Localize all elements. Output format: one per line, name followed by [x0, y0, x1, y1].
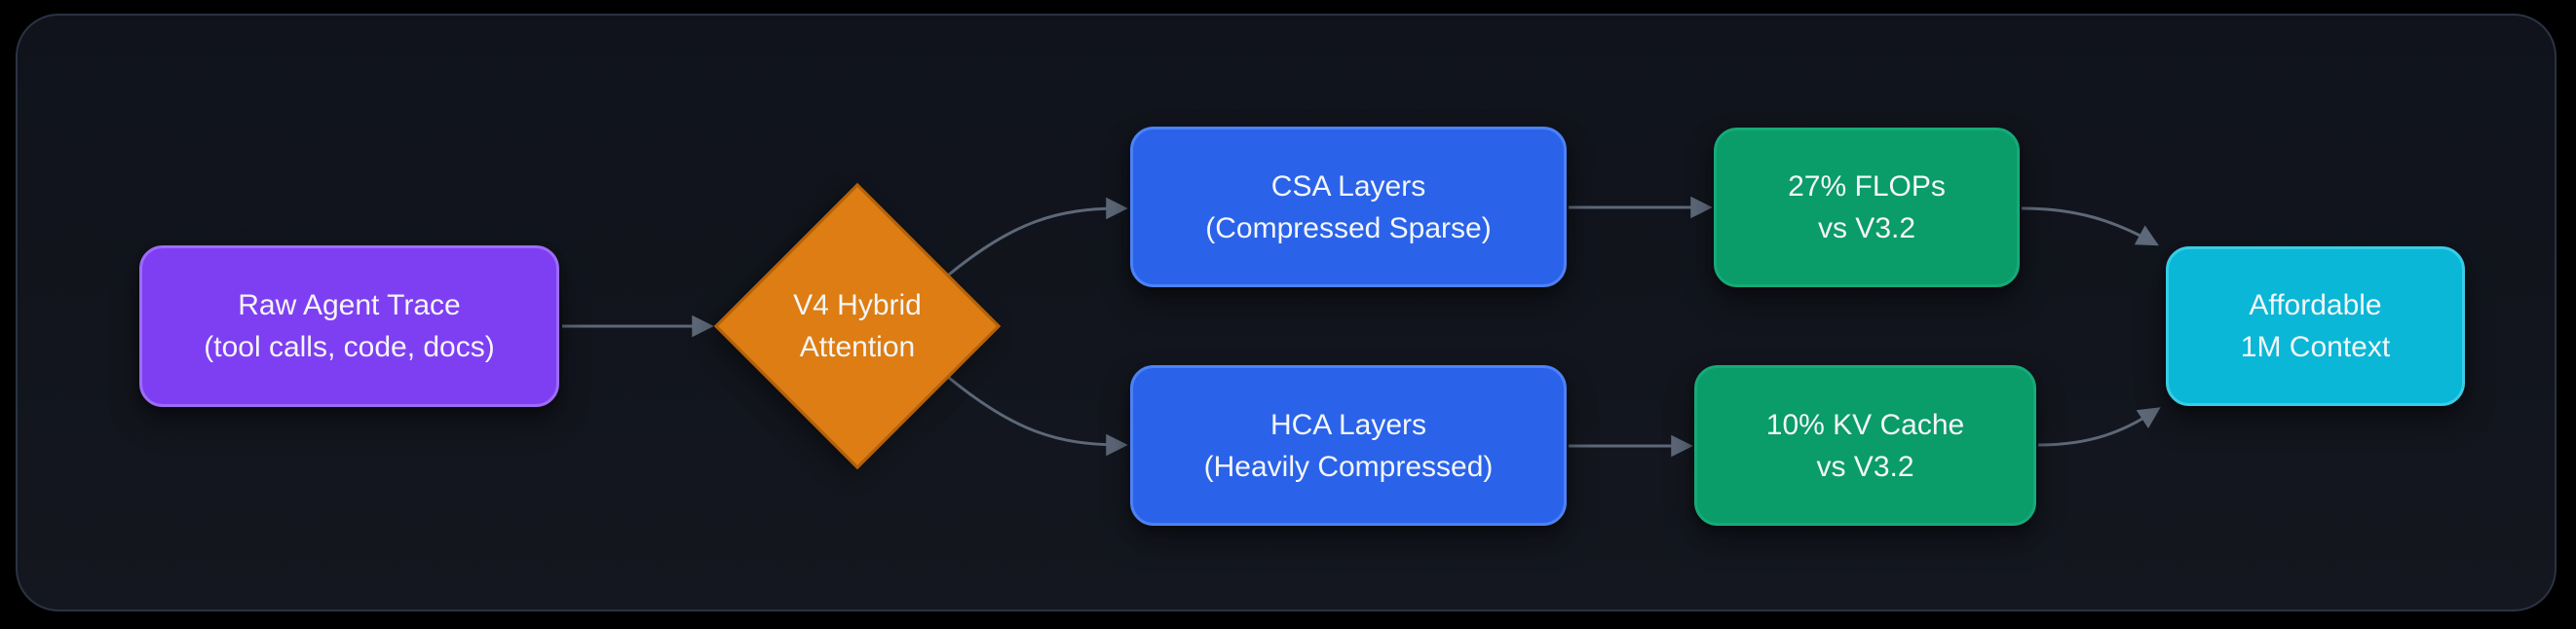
node-label: 10% KV Cache: [1765, 408, 1965, 441]
node-sublabel: Attention: [799, 331, 916, 363]
node-raw-agent-trace: Raw Agent Trace (tool calls, code, docs): [139, 245, 559, 407]
node-label: 27% FLOPs: [1788, 170, 1946, 203]
node-sublabel: vs V3.2: [1816, 450, 1914, 483]
node-affordable-1m-context: Affordable 1M Context: [2166, 246, 2465, 406]
node-sublabel: (Heavily Compressed): [1203, 450, 1494, 483]
node-label: CSA Layers: [1270, 169, 1426, 203]
node-sublabel: (tool calls, code, docs): [204, 331, 495, 363]
node-csa-layers: CSA Layers (Compressed Sparse): [1130, 127, 1567, 287]
node-sublabel: 1M Context: [2240, 331, 2391, 363]
node-label: Affordable: [2249, 289, 2382, 321]
node-label: V4 Hybrid: [793, 289, 922, 321]
node-v4-hybrid-attention: V4 Hybrid Attention: [713, 182, 1002, 470]
node-27-percent-flops: 27% FLOPs vs V3.2: [1714, 128, 2020, 287]
node-hca-layers: HCA Layers (Heavily Compressed): [1130, 365, 1567, 526]
node-sublabel: vs V3.2: [1817, 212, 1916, 244]
node-10-percent-kv-cache: 10% KV Cache vs V3.2: [1694, 365, 2036, 526]
node-label: HCA Layers: [1269, 408, 1427, 441]
node-label: Raw Agent Trace: [238, 289, 461, 321]
node-sublabel: (Compressed Sparse): [1205, 211, 1492, 244]
